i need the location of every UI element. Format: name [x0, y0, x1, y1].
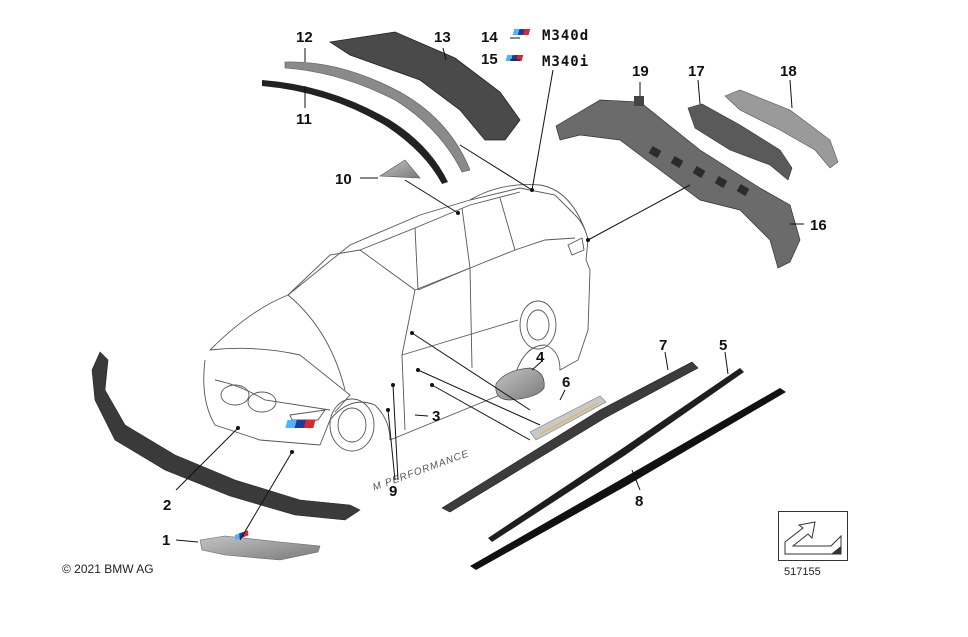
diffuser-vents [648, 146, 750, 196]
m340d-text: M340d [542, 28, 589, 44]
car-body-outline [203, 184, 591, 452]
callout-10: 10 [335, 171, 352, 188]
orientation-arrow-box [778, 511, 848, 561]
part-14-m340d-badge[interactable]: M340d [512, 28, 590, 44]
leader-lines [175, 37, 804, 543]
callout-9: 9 [389, 483, 397, 500]
part-8-side-decal[interactable] [470, 388, 786, 570]
part-2-front-splitter[interactable] [91, 351, 361, 521]
callout-5: 5 [719, 337, 727, 354]
part-16-rear-diffuser[interactable] [555, 99, 801, 269]
part-19-clip[interactable] [634, 96, 644, 106]
callout-19: 19 [632, 63, 649, 80]
part-12-spoiler-lip[interactable] [284, 61, 471, 173]
part-10-fin[interactable] [379, 159, 421, 179]
callout-1: 1 [162, 532, 170, 549]
diagram-reference-number: 517155 [784, 566, 821, 578]
part-5-skirt-blade[interactable] [488, 368, 744, 542]
callout-13: 13 [434, 29, 451, 46]
callout-14: 14 [481, 29, 498, 46]
m-performance-text: M PERFORMANCE [371, 448, 471, 493]
part-15-m340i-badge[interactable]: M340i [505, 54, 590, 70]
m340i-text: M340i [542, 54, 589, 70]
callout-7: 7 [659, 337, 667, 354]
part-13-rear-wing[interactable] [328, 31, 521, 141]
callout-15: 15 [481, 51, 498, 68]
callout-8: 8 [635, 493, 643, 510]
sill-accent [539, 402, 599, 435]
callout-3: 3 [432, 408, 440, 425]
orientation-arrow-icon [784, 521, 842, 555]
part-11-spoiler-strip[interactable] [262, 80, 448, 184]
part-1-front-flap[interactable] [199, 535, 321, 561]
part-18-diffuser-trim[interactable] [724, 89, 839, 169]
part-17-diffuser-insert[interactable] [687, 103, 793, 181]
part-7-side-skirt[interactable] [441, 361, 699, 513]
callout-numbers: 1 2 3 4 5 6 7 8 9 10 11 12 13 14 15 16 1… [162, 29, 827, 549]
callout-18: 18 [780, 63, 797, 80]
callout-12: 12 [296, 29, 313, 46]
callout-16: 16 [810, 217, 827, 234]
callout-11: 11 [296, 111, 312, 128]
part-3-m-badge[interactable] [285, 420, 316, 428]
part-4-mirror-cap[interactable] [495, 367, 545, 401]
copyright-text: © 2021 BMW AG [62, 562, 154, 576]
callout-6: 6 [562, 374, 570, 391]
callout-4: 4 [536, 349, 545, 366]
callout-17: 17 [688, 63, 705, 80]
callout-2: 2 [163, 497, 171, 514]
